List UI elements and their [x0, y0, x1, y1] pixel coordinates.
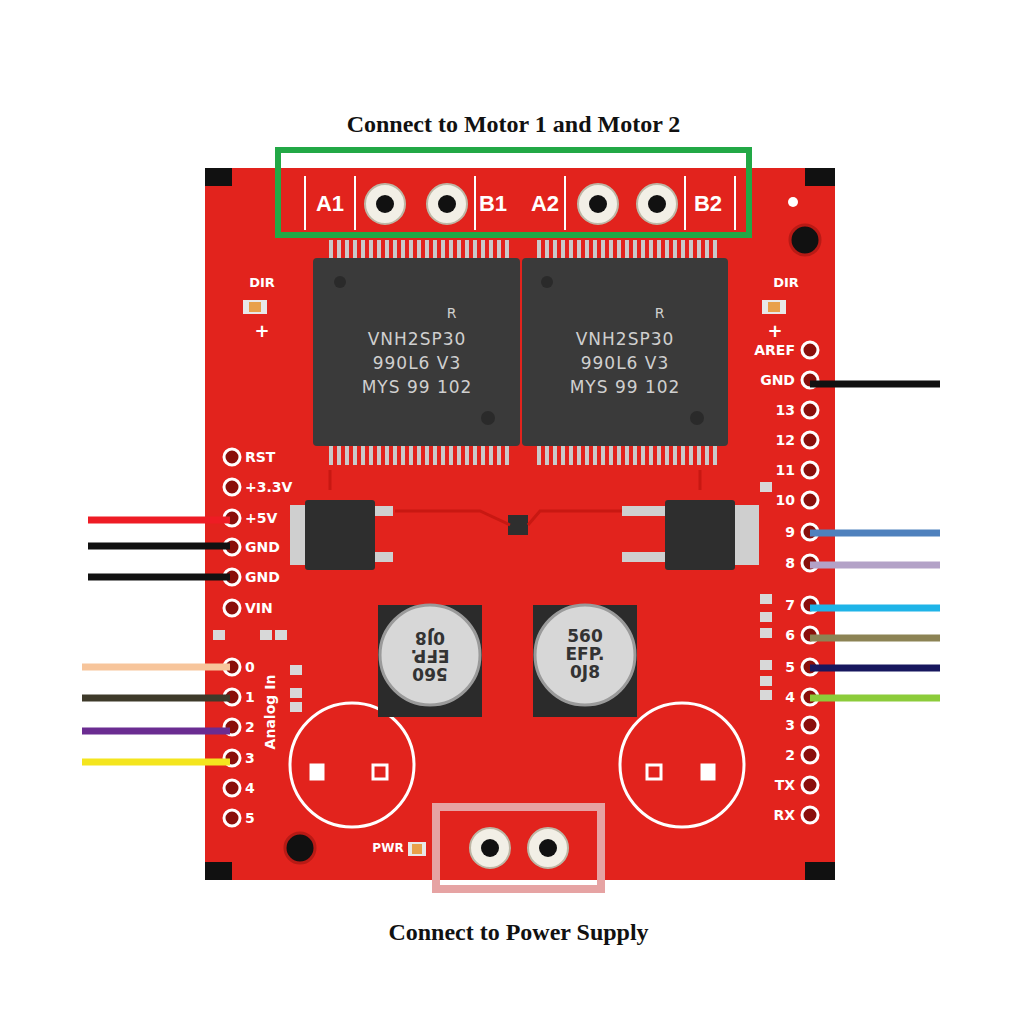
- power-highlight-box: Connect to Power Supply: [432, 803, 605, 893]
- pin-label: 3: [785, 718, 795, 732]
- pin-label: +: [254, 322, 269, 340]
- pin-label: 0: [245, 660, 255, 674]
- pin-label: RST: [245, 450, 275, 464]
- pin-label: 2: [785, 748, 795, 762]
- board-shadow: [205, 168, 835, 880]
- pin-label: 1: [245, 690, 255, 704]
- pin-label: RX: [773, 808, 795, 822]
- pin-label: +3.3V: [245, 480, 292, 494]
- traces: [330, 470, 700, 525]
- pin-label: 12: [776, 433, 795, 447]
- pin-label: 4: [245, 781, 255, 795]
- terminal-label: B1: [479, 193, 507, 215]
- pin-label: TX: [775, 778, 795, 792]
- pin-label: 5: [785, 660, 795, 674]
- mounting-holes: [285, 197, 820, 863]
- pin-label: 4: [785, 690, 795, 704]
- pin-label: DIR: [773, 276, 799, 289]
- wires: [82, 384, 940, 762]
- pin-label: 2: [245, 720, 255, 734]
- pin-label: 3: [245, 751, 255, 765]
- pin-label: AREF: [754, 343, 795, 357]
- chip-marking: MYS 99 102: [362, 379, 473, 396]
- pin-label: +: [767, 322, 782, 340]
- pin-label: GND: [245, 540, 280, 554]
- box-heading: Connect to Power Supply: [388, 919, 648, 946]
- pin-label: 10: [776, 493, 795, 507]
- box-heading: Connect to Motor 1 and Motor 2: [347, 111, 681, 138]
- motor-terminals: [305, 176, 735, 230]
- chip-marking: R: [655, 306, 666, 320]
- pin-label: 6: [785, 628, 795, 642]
- header-pins: [224, 342, 818, 826]
- pin-label: Analog In: [263, 675, 277, 750]
- pin-label: 8: [785, 556, 795, 570]
- pin-label: 9: [785, 525, 795, 539]
- terminal-label: B2: [694, 193, 722, 215]
- dir-leds: [243, 300, 786, 856]
- pin-label: DIR: [249, 276, 275, 289]
- driver-chips: [313, 240, 728, 465]
- pin-label: 7: [785, 598, 795, 612]
- capacitor-marking: 560 EFP. 0J8: [404, 628, 456, 682]
- pin-label: GND: [245, 570, 280, 584]
- pin-label: 5: [245, 811, 255, 825]
- chip-marking: R: [447, 306, 458, 320]
- smd-resistors: [213, 482, 772, 712]
- pin-label: 11: [776, 463, 795, 477]
- mosfets: [290, 500, 759, 570]
- chip-marking: 990L6 V3: [373, 355, 462, 372]
- pin-label: +5V: [245, 511, 277, 525]
- pin-label: GND: [760, 373, 795, 387]
- pin-label: VIN: [245, 601, 273, 615]
- chip-marking: VNH2SP30: [576, 331, 675, 348]
- pin-label: PWR: [372, 842, 403, 854]
- terminal-label: A2: [531, 193, 559, 215]
- capacitor-marking: 560 EFP. 0J8: [559, 628, 611, 682]
- chip-marking: 990L6 V3: [581, 355, 670, 372]
- pin-label: 13: [776, 403, 795, 417]
- chip-marking: VNH2SP30: [368, 331, 467, 348]
- board: [205, 168, 835, 880]
- terminal-label: A1: [316, 193, 344, 215]
- motor-highlight-box: Connect to Motor 1 and Motor 2: [275, 147, 752, 238]
- chip-marking: MYS 99 102: [570, 379, 681, 396]
- capacitors: [378, 605, 637, 717]
